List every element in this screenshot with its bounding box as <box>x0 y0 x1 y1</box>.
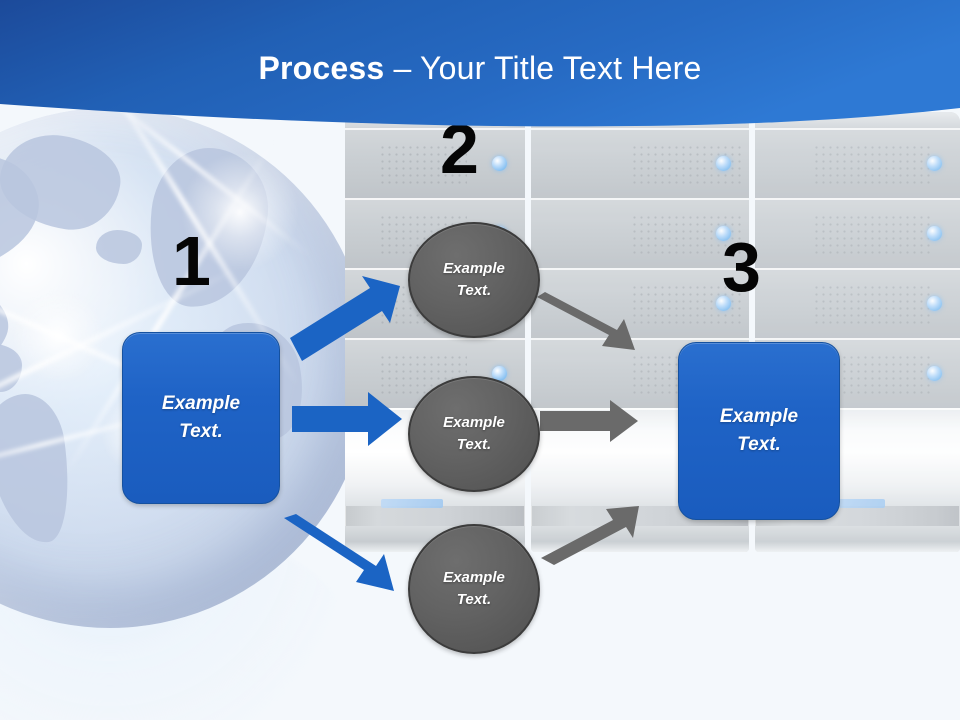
title-banner: Process – Your Title Text Here <box>0 0 960 136</box>
step-2-circle-top-line1: Example <box>443 260 505 278</box>
step-number-1: 1 <box>172 222 211 300</box>
title-dash: – <box>384 50 421 86</box>
status-led-icon <box>492 156 507 171</box>
status-led-icon <box>492 366 507 381</box>
step-2-circle-middle-line2: Text. <box>456 436 492 453</box>
page-title: Process – Your Title Text Here <box>0 50 960 87</box>
title-bold-part: Process <box>258 50 385 86</box>
step-2-circle-top-line2: Text. <box>456 282 492 299</box>
vent-grid-icon <box>813 214 931 254</box>
status-led-icon <box>927 296 942 311</box>
status-led-icon <box>927 366 942 381</box>
step-2-circle-bottom-line2: Text. <box>456 591 492 608</box>
step-number-2: 2 <box>440 110 479 188</box>
status-led-icon <box>927 226 942 241</box>
server-rack-image <box>345 112 960 552</box>
rack-panel <box>531 198 749 268</box>
step-2-circle-middle-line1: Example <box>443 414 505 432</box>
rack-blue-strip <box>815 499 885 508</box>
rack-base <box>531 526 749 552</box>
status-led-icon <box>716 156 731 171</box>
step-3-label-line2: Text. <box>737 434 781 455</box>
vent-grid-icon <box>813 284 931 324</box>
status-led-icon <box>716 226 731 241</box>
rack-panel <box>755 198 960 268</box>
light-flare <box>10 288 106 384</box>
rack-panel <box>755 268 960 338</box>
light-flare <box>180 152 300 272</box>
step-3-label-line1: Example <box>719 406 799 428</box>
step-1-label-line2: Text. <box>179 421 223 442</box>
continent-shape <box>96 230 142 264</box>
title-rest-part: Your Title Text Here <box>420 50 702 86</box>
rack-panel <box>755 128 960 198</box>
rack-blue-strip <box>381 499 443 508</box>
status-led-icon <box>716 296 731 311</box>
rack-base <box>755 526 960 552</box>
status-led-icon <box>927 156 942 171</box>
vent-grid-icon <box>813 144 931 184</box>
vent-grid-icon <box>379 144 467 184</box>
rack-panel <box>531 128 749 198</box>
rack-panel <box>345 128 525 198</box>
banner-shape <box>0 0 960 127</box>
server-rack <box>755 112 960 552</box>
rack-panel <box>531 268 749 338</box>
step-2-circle-bottom-line1: Example <box>443 569 505 587</box>
step-1-label-line1: Example <box>161 393 241 415</box>
step-number-3: 3 <box>722 228 761 306</box>
